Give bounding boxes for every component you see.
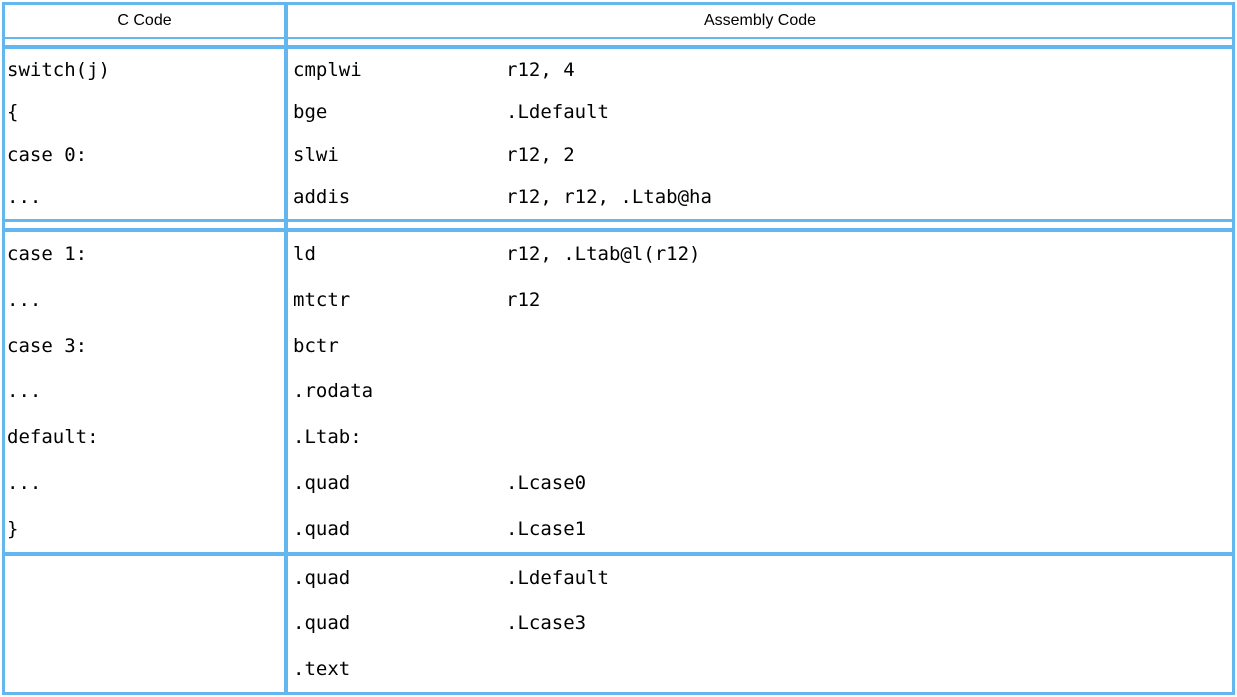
section-divider-top-line — [5, 219, 1232, 222]
code-line: ... — [7, 289, 42, 312]
assembly-code-cell: cmplwi r12, 4 bge .Ldefault slwi r12, 2 add… — [288, 49, 1232, 219]
asm-mnemonic: addis — [293, 186, 351, 209]
table-row-section-2: case 1: ... case 3: ... default: ... } l… — [5, 232, 1232, 552]
asm-mnemonic: .quad — [293, 567, 351, 590]
code-line: case 0: — [7, 143, 88, 166]
code-line: bge .Ldefault — [293, 103, 1232, 122]
asm-operands: r12, 4 — [506, 58, 575, 81]
asm-mnemonic: bge — [293, 101, 328, 124]
column-divider — [284, 5, 288, 692]
code-line: default: — [7, 426, 99, 449]
code-line: .quad .Lcase3 — [293, 614, 1232, 633]
header-assembly-code: Assembly Code — [703, 12, 817, 29]
asm-operands: .Lcase3 — [506, 612, 587, 635]
code-line: .quad .Lcase0 — [293, 471, 1232, 494]
asm-operands: r12, .Ltab@l(r12) — [506, 243, 701, 266]
code-line: mtctr r12 — [293, 291, 1232, 310]
asm-mnemonic: .text — [293, 657, 351, 680]
code-line: ... — [7, 186, 42, 209]
assembly-code-cell: ld r12, .Ltab@l(r12) mtctr r12 bctr .rodat… — [288, 232, 1232, 552]
code-line: bctr — [293, 334, 1232, 357]
code-line: .text — [293, 657, 1232, 680]
asm-operands: r12 — [506, 289, 541, 312]
code-line: switch(j) — [7, 58, 110, 81]
asm-mnemonic: slwi — [293, 143, 339, 166]
code-line: .quad .Lcase1 — [293, 517, 1232, 540]
table-row-section-3: .quad .Ldefault .quad .Lcase3 .text — [5, 556, 1232, 692]
section-divider-single-line — [5, 552, 1232, 556]
code-line: slwi r12, 2 — [293, 143, 1232, 166]
asm-operands: .Lcase0 — [506, 471, 587, 494]
code-line: .rodata — [293, 382, 1232, 401]
asm-operands: .Ldefault — [506, 567, 609, 590]
asm-operands: .Lcase1 — [506, 517, 587, 540]
header-divider-top-line — [5, 37, 1232, 39]
asm-mnemonic: .quad — [293, 471, 351, 494]
c-code-cell: switch(j) { case 0: ... — [5, 49, 284, 219]
code-line: ld r12, .Ltab@l(r12) — [293, 245, 1232, 264]
header-divider-bottom-line — [5, 45, 1232, 49]
asm-operands: r12, r12, .Ltab@ha — [506, 186, 712, 209]
asm-operands: .Ldefault — [506, 101, 609, 124]
assembly-code-cell: .quad .Ldefault .quad .Lcase3 .text — [288, 556, 1232, 692]
header-c-code: C Code — [117, 12, 172, 29]
asm-mnemonic: .quad — [293, 517, 351, 540]
code-line: { — [7, 101, 19, 124]
asm-mnemonic: ld — [293, 243, 316, 266]
asm-mnemonic: .quad — [293, 612, 351, 635]
code-line: .Ltab: — [293, 428, 1232, 447]
code-line: cmplwi r12, 4 — [293, 58, 1232, 81]
section-divider-bottom-line — [5, 228, 1232, 232]
asm-operands: r12, 2 — [506, 143, 575, 166]
asm-mnemonic: .Ltab: — [293, 426, 362, 449]
code-line: ... — [7, 380, 42, 403]
c-code-cell-empty — [5, 556, 284, 692]
code-line: .quad .Ldefault — [293, 569, 1232, 588]
c-code-cell: case 1: ... case 3: ... default: ... } — [5, 232, 284, 552]
asm-mnemonic: .rodata — [293, 380, 374, 403]
section-divider-gap — [5, 222, 1232, 228]
table-header-row: C Code Assembly Code — [5, 5, 1232, 37]
asm-mnemonic: cmplwi — [293, 58, 362, 81]
code-line: case 1: — [7, 243, 88, 266]
code-line: } — [7, 517, 19, 540]
asm-mnemonic: mtctr — [293, 289, 351, 312]
code-line: case 3: — [7, 334, 88, 357]
table-row-section-1: switch(j) { case 0: ... cmplwi r12, 4 bge… — [5, 49, 1232, 219]
header-divider-gap — [5, 39, 1232, 45]
code-line: addis r12, r12, .Ltab@ha — [293, 188, 1232, 207]
code-line: ... — [7, 471, 42, 494]
asm-mnemonic: bctr — [293, 334, 339, 357]
